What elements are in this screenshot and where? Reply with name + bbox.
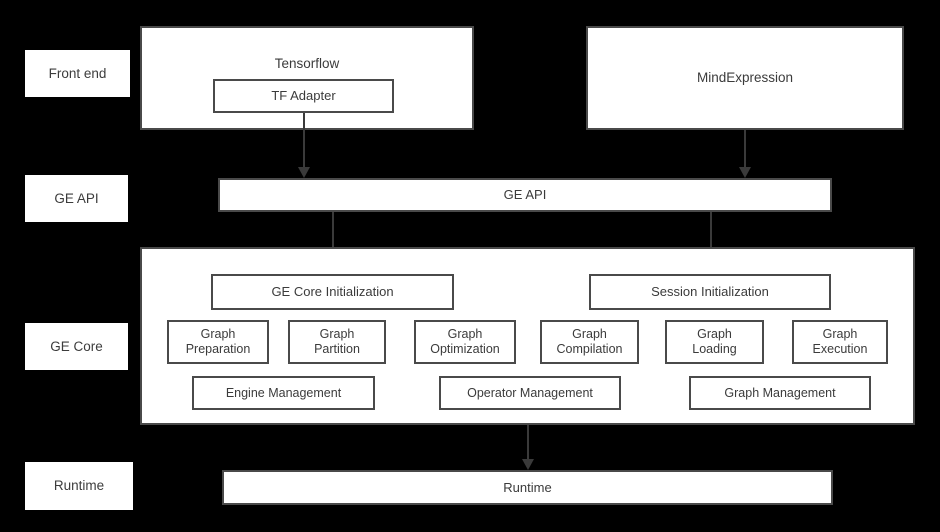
tf-adapter-box[interactable]: TF Adapter — [213, 79, 394, 113]
module-graph-execution[interactable]: Graph Execution — [792, 320, 888, 364]
ge-api-bar[interactable]: GE API — [218, 178, 832, 212]
rail-label-runtime: Runtime — [25, 462, 133, 510]
framework-mindexpression[interactable]: MindExpression — [586, 26, 904, 130]
framework-tensorflow[interactable]: Tensorflow — [140, 26, 474, 130]
rail-label-ge-api: GE API — [25, 175, 128, 222]
arrow-ge-core-to-runtime — [522, 425, 534, 470]
manager-operator-management[interactable]: Operator Management — [439, 376, 621, 410]
arrow-mindexpression-to-ge-api — [739, 130, 751, 178]
ge-core-initialization-box[interactable]: GE Core Initialization — [211, 274, 454, 310]
rail-label-ge-core: GE Core — [25, 323, 128, 370]
module-graph-compilation[interactable]: Graph Compilation — [540, 320, 639, 364]
module-graph-loading[interactable]: Graph Loading — [665, 320, 764, 364]
manager-graph-management[interactable]: Graph Management — [689, 376, 871, 410]
module-graph-preparation[interactable]: Graph Preparation — [167, 320, 269, 364]
rail-label-front-end: Front end — [25, 50, 130, 97]
arrow-tf-adapter-to-ge-api — [298, 113, 310, 178]
framework-tensorflow-label: Tensorflow — [274, 56, 340, 71]
manager-engine-management[interactable]: Engine Management — [192, 376, 375, 410]
session-initialization-box[interactable]: Session Initialization — [589, 274, 831, 310]
module-graph-partition[interactable]: Graph Partition — [288, 320, 386, 364]
module-graph-optimization[interactable]: Graph Optimization — [414, 320, 516, 364]
runtime-bar[interactable]: Runtime — [222, 470, 833, 505]
